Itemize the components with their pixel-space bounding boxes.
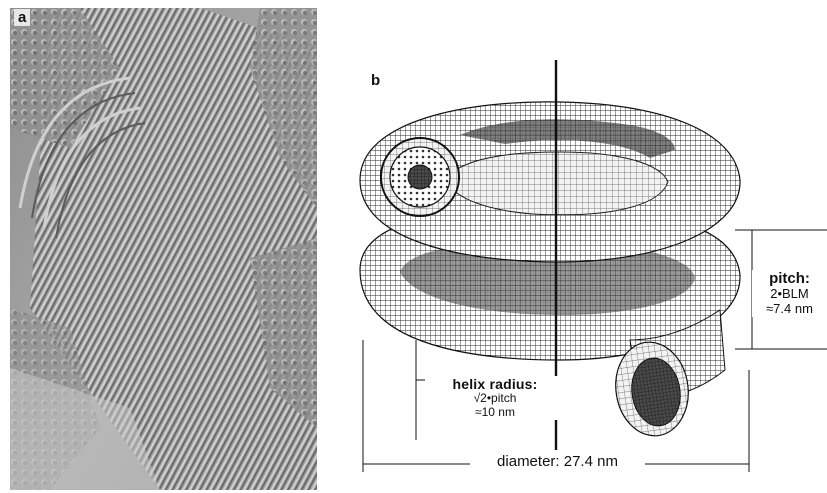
pitch-title: pitch:	[752, 270, 827, 287]
helix-drawing	[330, 40, 827, 493]
micrograph-panel	[10, 8, 317, 490]
panel-a-label: a	[14, 9, 30, 26]
pitch-value: ≈7.4 nm	[752, 302, 827, 317]
helix-radius-value: ≈10 nm	[425, 406, 565, 420]
helix-radius-formula: √2•pitch	[425, 392, 565, 406]
helix-radius-title: helix radius:	[425, 376, 565, 392]
pitch-annotation: pitch: 2•BLM ≈7.4 nm	[752, 270, 827, 317]
panel-b-label: b	[371, 72, 380, 89]
helix-diagram	[330, 40, 827, 493]
micrograph-image	[10, 8, 317, 490]
pitch-formula: 2•BLM	[752, 287, 827, 302]
diameter-label: diameter: 27.4 nm	[470, 453, 645, 470]
helix-radius-annotation: helix radius: √2•pitch ≈10 nm	[425, 376, 565, 420]
